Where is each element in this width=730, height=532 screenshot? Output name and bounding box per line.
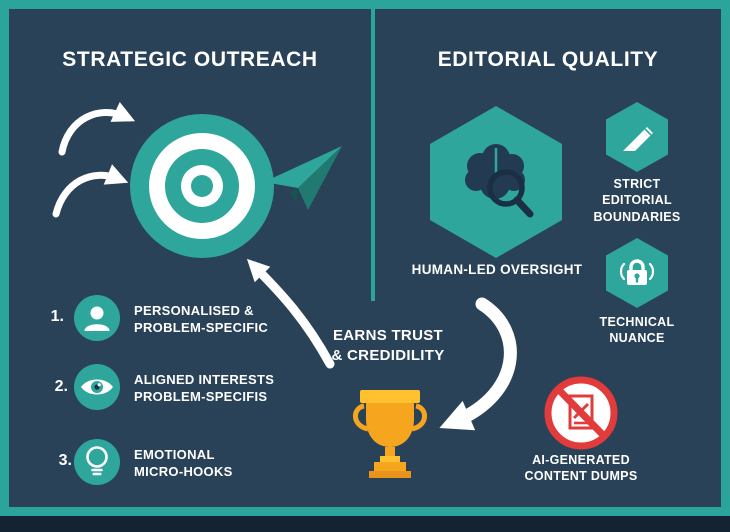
lightbulb-icon — [86, 446, 108, 476]
person-icon — [84, 306, 110, 331]
caption-line: CONTENT DUMPS — [524, 469, 638, 484]
caption-line: STRICT — [613, 177, 661, 191]
ai-content-dumps-text: AI-GENERATED CONTENT DUMPS — [518, 452, 644, 485]
eye-icon — [81, 379, 113, 395]
list-item-line: MICRO-HOOKS — [134, 463, 233, 479]
list-number-1: 1. — [50, 308, 64, 325]
list-item-3-text: EMOTIONAL MICRO-HOOKS — [134, 447, 324, 481]
lightbulb-badge — [74, 439, 120, 485]
no-ai-content-icon — [544, 376, 618, 450]
list-number-2: 2. — [54, 378, 68, 395]
list-item-1-text: PERSONALISED & PROBLEM-SPECIFIC — [134, 303, 324, 337]
eye-badge — [74, 364, 120, 410]
trophy-icon — [353, 390, 427, 478]
caption-line: NUANCE — [609, 331, 665, 346]
list-item-line: PERSONALISED & — [134, 303, 254, 318]
human-oversight-label: HUMAN-LED OVERSIGHT — [411, 262, 583, 277]
arrow-trust-to-target — [246, 258, 335, 369]
code-lock-icon — [619, 259, 655, 285]
arrow-oversight-to-trophy — [439, 297, 517, 431]
list-item-line: PROBLEM-SPECIFIS — [134, 388, 268, 404]
person-badge — [74, 295, 120, 341]
technical-nuance-text: TECHNICAL NUANCE — [572, 314, 702, 347]
curved-arrow-mid-left — [52, 164, 129, 218]
caption-line: TECHNICAL — [599, 315, 675, 329]
list-item-2-text: ALIGNED INTERESTS PROBLEM-SPECIFIS — [134, 372, 324, 406]
editorial-boundaries-text: STRICT EDITORIAL BOUNDARIES — [572, 176, 702, 225]
list-item-line: EMOTIONAL — [134, 447, 215, 462]
target-icon — [130, 114, 274, 258]
pencil-icon — [623, 127, 653, 151]
paper-plane-icon — [264, 146, 342, 210]
earns-trust-line: EARNS TRUST — [333, 327, 443, 344]
caption-line: BOUNDARIES — [593, 209, 681, 224]
earns-trust-text: EARNS TRUST & CREDIDILITY — [306, 326, 470, 367]
earns-trust-line: & CREDIDILITY — [331, 347, 445, 365]
curved-arrow-top-left — [58, 101, 136, 156]
left-panel-title: STRATEGIC OUTREACH — [62, 48, 318, 71]
caption-line: EDITORIAL — [602, 193, 672, 208]
list-item-line: ALIGNED INTERESTS — [134, 372, 275, 387]
list-item-line: PROBLEM-SPECIFIC — [134, 319, 269, 335]
list-number-3: 3. — [58, 452, 72, 469]
brain-magnifier-icon — [465, 144, 534, 218]
panel-divider — [371, 9, 375, 301]
right-panel-title: EDITORIAL QUALITY — [437, 48, 659, 71]
caption-line: AI-GENERATED — [532, 453, 630, 467]
